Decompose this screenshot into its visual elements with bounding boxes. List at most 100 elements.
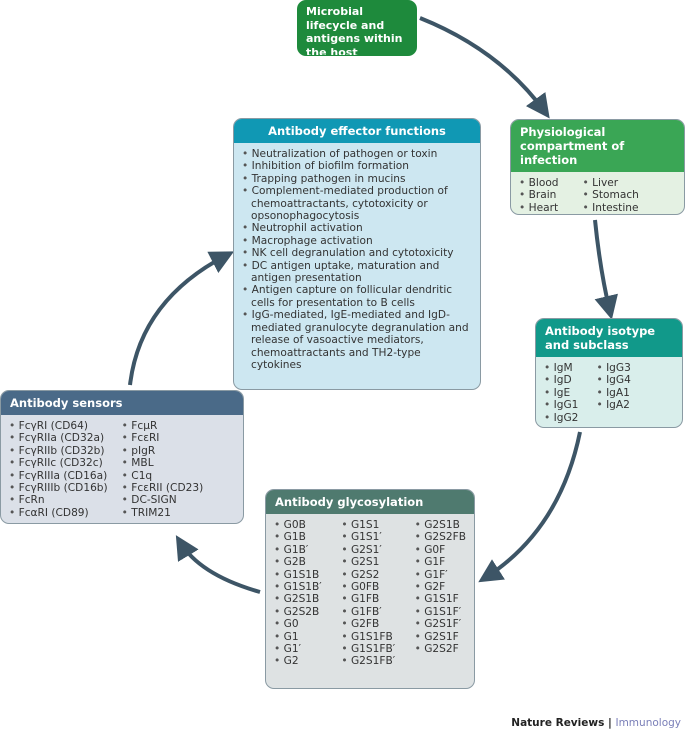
list-item: IgD — [544, 374, 578, 386]
list-item: IgG4 — [596, 374, 631, 386]
list-item: Liver — [583, 177, 639, 189]
list-item: IgM — [544, 362, 578, 374]
arrow-top-to-compartment — [419, 16, 550, 119]
list-item: G0FB — [341, 581, 406, 593]
list-item: IgG1 — [544, 399, 579, 411]
list-item: FcγRIIIa (CD16a) — [9, 470, 108, 482]
microbial-lifecycle-box: Microbial lifecycle and antigens within … — [297, 0, 417, 56]
list-item: FcεRII (CD23) — [122, 482, 203, 494]
glycosylation-box: Antibody glycosylation G0BG1BG1B′G2BG1S1… — [265, 489, 475, 689]
list-item: Lung — [519, 214, 559, 215]
list-item: Macrophage activation — [242, 235, 472, 247]
list-item: G2S1B — [274, 593, 333, 605]
list-item: Antigen capture on follicular dendritic … — [242, 284, 472, 309]
list-item: G1S1FB — [341, 631, 406, 643]
list-item: FcγRIIa (CD32a) — [9, 432, 108, 444]
list-item: G0B — [274, 519, 333, 531]
list-item: IgG3 — [596, 362, 631, 374]
list-item: Neutrophil activation — [242, 222, 472, 234]
list-item: G1S1B — [274, 569, 333, 581]
isotype-title: Antibody isotype and subclass — [536, 319, 682, 357]
list-item: G1 — [274, 631, 333, 643]
list-item: pIgR — [122, 445, 204, 457]
list-item: G1S1FB′ — [341, 643, 406, 655]
list-item: IgG-mediated, IgE-mediated and IgD-media… — [242, 309, 472, 371]
list-item: DC-SIGN — [122, 494, 204, 506]
list-item: IgG2 — [544, 412, 579, 424]
list-item: G0F — [415, 544, 466, 556]
list-item: G1S1B′ — [274, 581, 333, 593]
list-item: Neutralization of pathogen or toxin — [242, 148, 472, 160]
effector-box: Antibody effector functions Neutralizati… — [233, 118, 481, 390]
list-item: FcγRIIc (CD32c) — [9, 457, 108, 469]
list-item: FcγRI (CD64) — [9, 420, 108, 432]
sensors-title: Antibody sensors — [1, 391, 243, 415]
list-item: NK cell degranulation and cytotoxicity — [242, 247, 472, 259]
list-item: C1q — [122, 470, 204, 482]
list-item: G1FB — [341, 593, 406, 605]
isotype-box: Antibody isotype and subclass IgMIgDIgEI… — [535, 318, 683, 428]
arrow-glycosylation-to-sensors — [175, 535, 261, 594]
footer-section: Immunology — [615, 717, 681, 729]
compartment-box: Physiological compartment of infection B… — [510, 119, 685, 215]
list-item: G2B — [274, 556, 333, 568]
list-item: G1S1F — [415, 593, 466, 605]
footer-separator: | — [604, 717, 616, 729]
list-item: TRIM21 — [122, 507, 204, 519]
glycosylation-title: Antibody glycosylation — [266, 490, 474, 514]
list-item: Intestine — [583, 202, 639, 214]
microbial-lifecycle-title: Microbial lifecycle and antigens within … — [306, 5, 403, 56]
list-item: FcRn — [9, 494, 108, 506]
list-item: Inhibition of biofilm formation — [242, 160, 472, 172]
list-item: G2S1FB′ — [341, 655, 406, 667]
list-item: Heart — [519, 202, 559, 214]
list-item: G2S1F — [415, 631, 466, 643]
list-item: G2FB — [341, 618, 406, 630]
list-item: G0 — [274, 618, 333, 630]
list-item: FcγRIIIb (CD16b) — [9, 482, 108, 494]
compartment-title: Physiological compartment of infection — [511, 120, 684, 172]
list-item: G2S2B — [274, 606, 333, 618]
list-item: G1B — [274, 531, 333, 543]
list-item: Trapping pathogen in mucins — [242, 173, 472, 185]
list-item: G1F′ — [415, 569, 466, 581]
list-item: G2 — [274, 655, 333, 667]
list-item: G1′ — [274, 643, 333, 655]
footer: Nature Reviews | Immunology — [511, 717, 681, 729]
list-item: G1S1′ — [341, 531, 406, 543]
list-item: G2S2 — [341, 569, 406, 581]
list-item: G2F — [415, 581, 466, 593]
list-item: IgE — [544, 387, 578, 399]
list-item: Placenta — [583, 214, 639, 215]
list-item: FcαRI (CD89) — [9, 507, 108, 519]
list-item: G2S1 — [341, 556, 406, 568]
arrow-isotype-to-glycosylation — [478, 431, 582, 583]
list-item: MBL — [122, 457, 204, 469]
arrow-sensors-to-effector — [128, 251, 235, 386]
list-item: Blood — [519, 177, 559, 189]
list-item: FcμR — [122, 420, 204, 432]
list-item: G2S2FB — [415, 531, 466, 543]
list-item: G1B′ — [274, 544, 333, 556]
list-item: G1FB′ — [341, 606, 406, 618]
list-item: Brain — [519, 189, 559, 201]
list-item: G1F — [415, 556, 466, 568]
list-item: IgA2 — [596, 399, 630, 411]
list-item: IgA1 — [596, 387, 630, 399]
list-item: G1S1 — [341, 519, 406, 531]
effector-title: Antibody effector functions — [234, 119, 480, 143]
list-item: Stomach — [583, 189, 639, 201]
sensors-box: Antibody sensors FcγRI (CD64)FcγRIIa (CD… — [0, 390, 244, 524]
list-item: FcεRI — [122, 432, 204, 444]
list-item: FcγRIIb (CD32b) — [9, 445, 108, 457]
footer-journal: Nature Reviews — [511, 717, 605, 729]
list-item: G2S2F — [415, 643, 466, 655]
list-item: G2S1F′ — [415, 618, 466, 630]
list-item: Complement-mediated production of chemoa… — [242, 185, 472, 222]
list-item: DC antigen uptake, maturation and antige… — [242, 260, 472, 285]
list-item: G2S1′ — [341, 544, 406, 556]
list-item: G2S1B — [415, 519, 466, 531]
arrow-compartment-to-isotype — [593, 219, 618, 320]
list-item: G1S1F′ — [415, 606, 466, 618]
